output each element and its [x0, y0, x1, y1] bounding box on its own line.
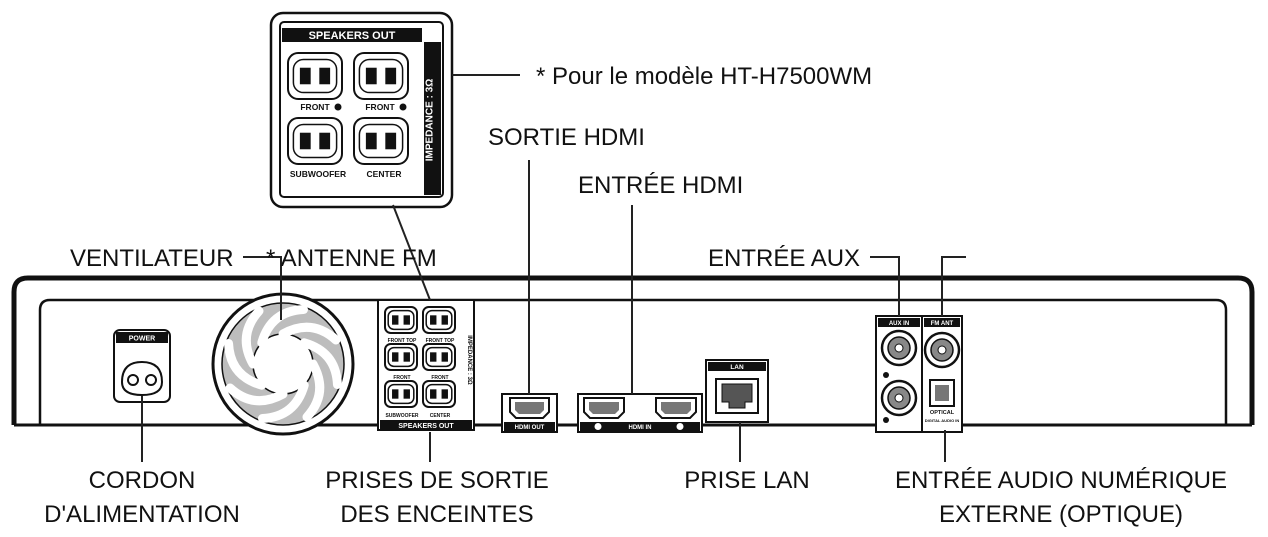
panel-terminal-subwoofer — [384, 380, 418, 408]
inset-terminal-center — [353, 117, 409, 165]
fan-vane — [224, 338, 267, 390]
inset-center-label: CENTER — [367, 169, 402, 179]
inset-front-r-label: FRONT — [300, 102, 330, 112]
fan-vane — [302, 359, 325, 422]
left-channel-icon — [399, 103, 407, 111]
callout-speaker-jacks-1: PRISES DE SORTIE — [325, 467, 549, 494]
center-label: CENTER — [430, 413, 451, 419]
front-l-label: FRONT — [431, 375, 448, 381]
panel-terminal-front-l — [422, 343, 456, 371]
hdmi-in-label: HDMI IN — [629, 425, 652, 431]
inset-terminal-front-r — [287, 52, 343, 100]
model-note: * Pour le modèle HT-H7500WM — [536, 63, 872, 90]
inset-header: SPEAKERS OUT — [309, 30, 396, 42]
panel-terminal-front-top-r — [384, 306, 418, 334]
lan-port: LAN — [705, 359, 769, 423]
fm-ant-label: FM ANT — [931, 321, 954, 327]
fan-vane — [257, 380, 309, 423]
callout-optical-1: ENTRÉE AUDIO NUMÉRIQUE — [895, 467, 1227, 494]
hdmi-out-port: HDMI OUT — [501, 393, 558, 433]
power-socket: POWER — [113, 329, 171, 403]
callout-fm-antenna: * ANTENNE FM — [266, 245, 437, 272]
callout-lan-jack: PRISE LAN — [684, 467, 809, 494]
front-top-l-label: FRONT TOP — [426, 338, 455, 344]
callout-hdmi-in: ENTRÉE HDMI — [578, 172, 743, 199]
front-top-r-label: FRONT TOP — [388, 338, 417, 344]
panel-terminal-center — [422, 380, 456, 408]
callout-hdmi-out: SORTIE HDMI — [488, 124, 645, 151]
aux-in-label: AUX IN — [889, 321, 909, 327]
inset-subwoofer-label: SUBWOOFER — [290, 169, 346, 179]
hdmi-out-label: HDMI OUT — [515, 425, 545, 431]
front-r-label: FRONT — [393, 375, 410, 381]
right-channel-icon — [334, 103, 342, 111]
lan-label: LAN — [730, 364, 744, 371]
callout-speaker-jacks-2: DES ENCEINTES — [340, 501, 533, 528]
panel-impedance-label: IMPEDANCE : 3Ω — [466, 335, 472, 385]
inset-impedance: IMPEDANCE : 3Ω — [425, 79, 436, 161]
speaker-terminal-block: SPEAKERS OUT IMPEDANCE : 3Ω FRONT TOP FR… — [377, 299, 475, 431]
fan-vane — [278, 322, 341, 345]
digital-audio-in-label: DIGITAL AUDIO IN — [925, 418, 960, 423]
cooling-fan — [211, 292, 355, 436]
fan-vane — [241, 306, 264, 369]
speakers-out-label: SPEAKERS OUT — [398, 423, 454, 430]
hdmi-in-ports: HDMI IN — [577, 393, 703, 433]
callout-optical-2: EXTERNE (OPTIQUE) — [939, 501, 1183, 528]
fan-vane — [299, 338, 342, 390]
panel-terminal-front-top-l — [422, 306, 456, 334]
callout-fan: VENTILATEUR — [70, 245, 234, 272]
power-label: POWER — [129, 336, 155, 343]
speakers-out-inset: SPEAKERS OUT IMPEDANCE : 3Ω FRONT FRONT … — [269, 11, 454, 209]
inset-terminal-front-l — [353, 52, 409, 100]
optical-label: OPTICAL — [930, 410, 955, 416]
inset-terminal-subwoofer — [287, 117, 343, 165]
leader-lines — [141, 74, 966, 462]
panel-terminal-front-r — [384, 343, 418, 371]
fan-vane — [257, 305, 309, 348]
callout-power-cord-1: CORDON — [89, 467, 196, 494]
callout-aux-in: ENTRÉE AUX — [708, 245, 860, 272]
aux-fm-optical-block: AUX IN FM ANT OPTICAL DIGITAL AUDIO IN — [875, 315, 963, 433]
subwoofer-label: SUBWOOFER — [385, 413, 418, 419]
inset-front-l-label: FRONT — [365, 102, 395, 112]
callout-power-cord-2: D'ALIMENTATION — [44, 501, 240, 528]
fan-vane — [225, 383, 288, 406]
